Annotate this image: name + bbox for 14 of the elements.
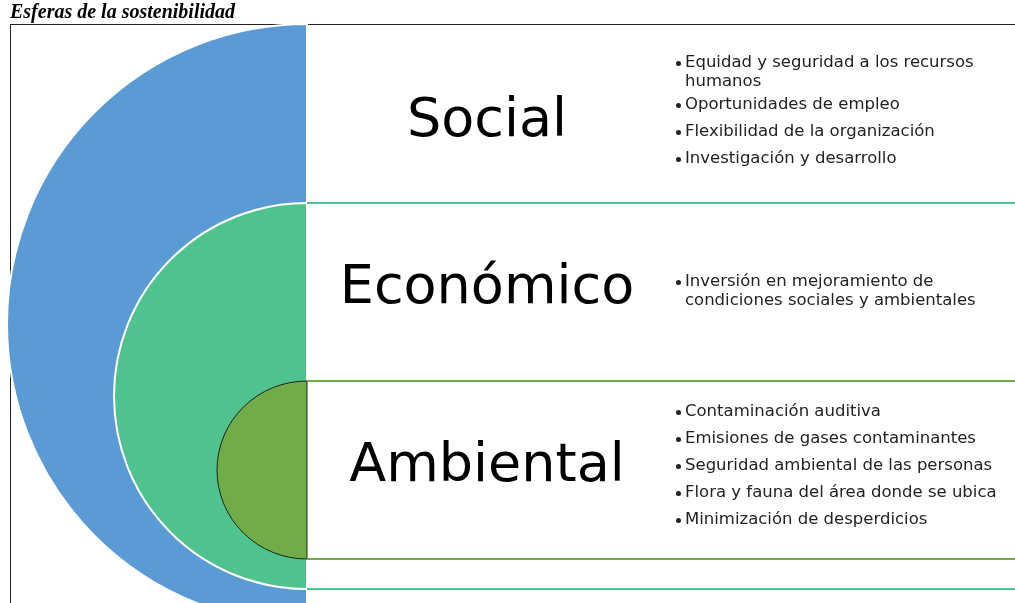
bullet-item: Oportunidades de empleo xyxy=(685,93,900,113)
bullet-item: Emisiones de gases contaminantes xyxy=(685,427,976,447)
bullet-item: Flexibilidad de la organización xyxy=(685,120,935,140)
bullet-item: Contaminación auditiva xyxy=(685,400,881,420)
bullet-item: Minimización de desperdicios xyxy=(685,508,928,528)
section-heading: Económico xyxy=(338,253,636,316)
bullet-item: Seguridad ambiental de las personas xyxy=(685,454,993,474)
section-heading: Ambiental xyxy=(348,431,626,494)
figure-title: Esferas de la sostenibilidad xyxy=(10,0,235,22)
bullet-item: Investigación y desarrollo xyxy=(685,147,897,167)
bullet-item: Inversión en mejoramiento de condiciones sociales y ambientales xyxy=(685,270,977,309)
bullet-item: Equidad y seguridad a los recursos humanos xyxy=(685,51,975,90)
bullet-item: Flora y fauna del área donde se ubica xyxy=(685,481,997,501)
section-heading: Social xyxy=(405,86,569,149)
